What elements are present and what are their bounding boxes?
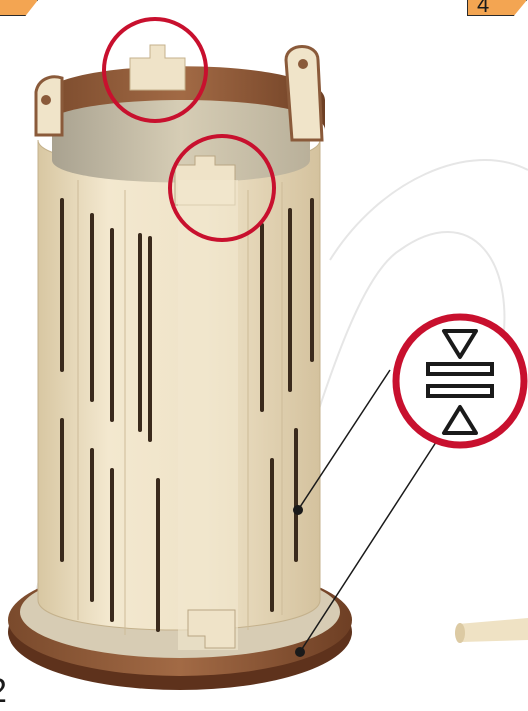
press-together-icon bbox=[396, 317, 524, 445]
left-ear-hole bbox=[41, 95, 51, 105]
corner-marker: 2 bbox=[0, 672, 7, 711]
right-ear-hole bbox=[298, 59, 308, 69]
leader-line-base bbox=[300, 436, 440, 652]
leader-dot-base bbox=[295, 647, 305, 657]
dowel-rod bbox=[455, 618, 528, 643]
front-panel bbox=[178, 180, 238, 650]
leader-dot-wall bbox=[293, 505, 303, 515]
back-tab bbox=[130, 45, 185, 90]
left-ear bbox=[36, 77, 62, 135]
